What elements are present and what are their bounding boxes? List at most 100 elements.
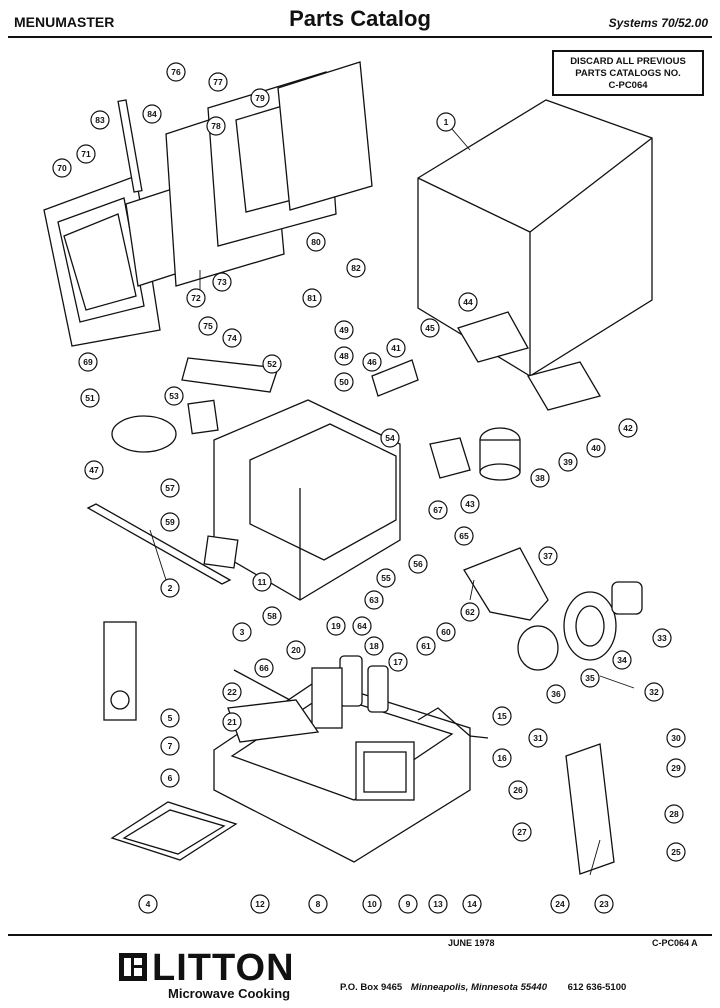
svg-text:35: 35 [585, 673, 595, 683]
callout-65: 65 [454, 526, 474, 546]
svg-text:13: 13 [433, 899, 443, 909]
grille-part [110, 801, 238, 861]
turntable-part [111, 415, 177, 453]
callout-31: 31 [528, 728, 548, 748]
svg-text:25: 25 [671, 847, 681, 857]
svg-text:61: 61 [421, 641, 431, 651]
svg-text:73: 73 [217, 277, 227, 287]
callout-8: 8 [308, 894, 328, 914]
callout-7: 7 [160, 736, 180, 756]
svg-text:51: 51 [85, 393, 95, 403]
hinge-strip-part [117, 99, 143, 193]
company-address: P.O. Box 9465 Minneapolis, Minnesota 554… [340, 982, 626, 993]
oven-cavity-part [213, 399, 401, 601]
svg-text:15: 15 [497, 711, 507, 721]
callout-52: 52 [262, 354, 282, 374]
callout-10: 10 [362, 894, 382, 914]
callout-78: 78 [206, 116, 226, 136]
fan-shroud-part [429, 437, 471, 479]
notice-line-3: C-PC064 [608, 80, 648, 91]
svg-text:7: 7 [168, 741, 173, 751]
callout-40: 40 [586, 438, 606, 458]
svg-text:76: 76 [171, 67, 181, 77]
diode-part [367, 665, 389, 713]
callout-73: 73 [212, 272, 232, 292]
svg-text:21: 21 [227, 717, 237, 727]
exploded-parts-diagram: 1 2 3 4 5 6 7 8 9 10 11 12 13 14 15 16 1… [43, 61, 686, 914]
svg-text:77: 77 [213, 77, 223, 87]
callout-56: 56 [408, 554, 428, 574]
callout-22: 22 [222, 682, 242, 702]
callout-47: 47 [84, 460, 104, 480]
callout-11: 11 [252, 572, 272, 592]
svg-text:52: 52 [267, 359, 277, 369]
callout-82: 82 [346, 258, 366, 278]
callout-21: 21 [222, 712, 242, 732]
svg-text:80: 80 [311, 237, 321, 247]
svg-text:69: 69 [83, 357, 93, 367]
svg-text:2: 2 [168, 583, 173, 593]
svg-text:17: 17 [393, 657, 403, 667]
callout-25: 25 [666, 842, 686, 862]
callout-35: 35 [580, 668, 600, 688]
svg-text:63: 63 [369, 595, 379, 605]
svg-text:58: 58 [267, 611, 277, 621]
svg-text:48: 48 [339, 351, 349, 361]
svg-text:37: 37 [543, 551, 553, 561]
svg-text:84: 84 [147, 109, 157, 119]
svg-text:19: 19 [331, 621, 341, 631]
svg-text:57: 57 [165, 483, 175, 493]
svg-text:36: 36 [551, 689, 561, 699]
svg-text:82: 82 [351, 263, 361, 273]
svg-text:79: 79 [255, 93, 265, 103]
svg-text:12: 12 [255, 899, 265, 909]
callout-75: 75 [198, 316, 218, 336]
callout-13: 13 [428, 894, 448, 914]
callout-76: 76 [166, 62, 186, 82]
svg-text:59: 59 [165, 517, 175, 527]
po-box: P.O. Box 9465 [340, 982, 403, 993]
bracket-part [457, 311, 529, 363]
cover-plate-part [187, 399, 219, 435]
svg-text:34: 34 [617, 655, 627, 665]
svg-text:10: 10 [367, 899, 377, 909]
catalog-number: C-PC064 A [652, 938, 698, 948]
svg-text:42: 42 [623, 423, 633, 433]
callout-50: 50 [334, 372, 354, 392]
callout-18: 18 [364, 636, 384, 656]
svg-text:67: 67 [433, 505, 443, 515]
svg-text:56: 56 [413, 559, 423, 569]
svg-text:24: 24 [555, 899, 565, 909]
svg-text:33: 33 [657, 633, 667, 643]
callout-9: 9 [398, 894, 418, 914]
callout-70: 70 [52, 158, 72, 178]
callout-2: 2 [160, 578, 180, 598]
svg-text:18: 18 [369, 641, 379, 651]
svg-text:44: 44 [463, 297, 473, 307]
svg-text:31: 31 [533, 733, 543, 743]
callout-58: 58 [262, 606, 282, 626]
svg-text:71: 71 [81, 149, 91, 159]
svg-text:62: 62 [465, 607, 475, 617]
callout-63: 63 [364, 590, 384, 610]
callout-54: 54 [380, 428, 400, 448]
svg-text:49: 49 [339, 325, 349, 335]
footer-rule [8, 934, 712, 936]
svg-text:46: 46 [367, 357, 377, 367]
bracket-small-part [371, 359, 419, 397]
city-state-zip: Minneapolis, Minnesota 55440 [410, 982, 547, 993]
header-brand-line: MENUMASTER [14, 14, 115, 30]
phone-number: 612 636-5100 [567, 982, 627, 993]
callout-53: 53 [164, 386, 184, 406]
top-trim-part [181, 357, 279, 393]
callout-61: 61 [416, 636, 436, 656]
callout-39: 39 [558, 452, 578, 472]
notice-line-1: DISCARD ALL PREVIOUS [570, 56, 686, 67]
callout-59: 59 [160, 512, 180, 532]
blower-assembly-part [463, 547, 643, 671]
callout-5: 5 [160, 708, 180, 728]
callout-49: 49 [334, 320, 354, 340]
callout-42: 42 [618, 418, 638, 438]
callout-19: 19 [326, 616, 346, 636]
brand-name: LITTON [152, 947, 295, 989]
